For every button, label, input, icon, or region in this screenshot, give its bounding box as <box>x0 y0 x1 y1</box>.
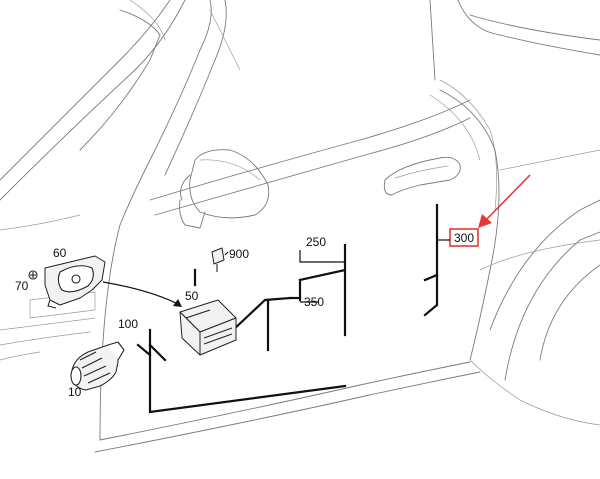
callout-70: 70 <box>15 279 29 293</box>
wiring-harness-main <box>136 243 347 414</box>
highlight-box-300 <box>449 228 479 247</box>
callout-350: 350 <box>304 295 324 309</box>
callout-300: 300 <box>454 231 474 245</box>
clip-part-70 <box>28 270 38 280</box>
callout-leaders <box>224 250 345 303</box>
callout-900: 900 <box>229 247 249 261</box>
callout-10: 10 <box>68 385 82 399</box>
assembly-arrowhead <box>173 299 182 307</box>
assembly-arrow <box>102 281 181 306</box>
callout-250: 250 <box>306 235 326 249</box>
control-unit-part-50 <box>179 299 237 356</box>
bracket-part-60 <box>44 255 106 309</box>
wiring-harness-300 <box>423 203 439 317</box>
red-pointer-arrow <box>478 174 531 228</box>
door-handle <box>383 156 461 196</box>
side-mirror <box>179 149 270 229</box>
callout-50: 50 <box>185 289 199 303</box>
car-body-outline <box>0 0 600 453</box>
callout-60: 60 <box>53 246 67 260</box>
callout-100: 100 <box>118 317 138 331</box>
grommet-part-10 <box>70 341 125 391</box>
connector-part-900 <box>211 247 225 272</box>
